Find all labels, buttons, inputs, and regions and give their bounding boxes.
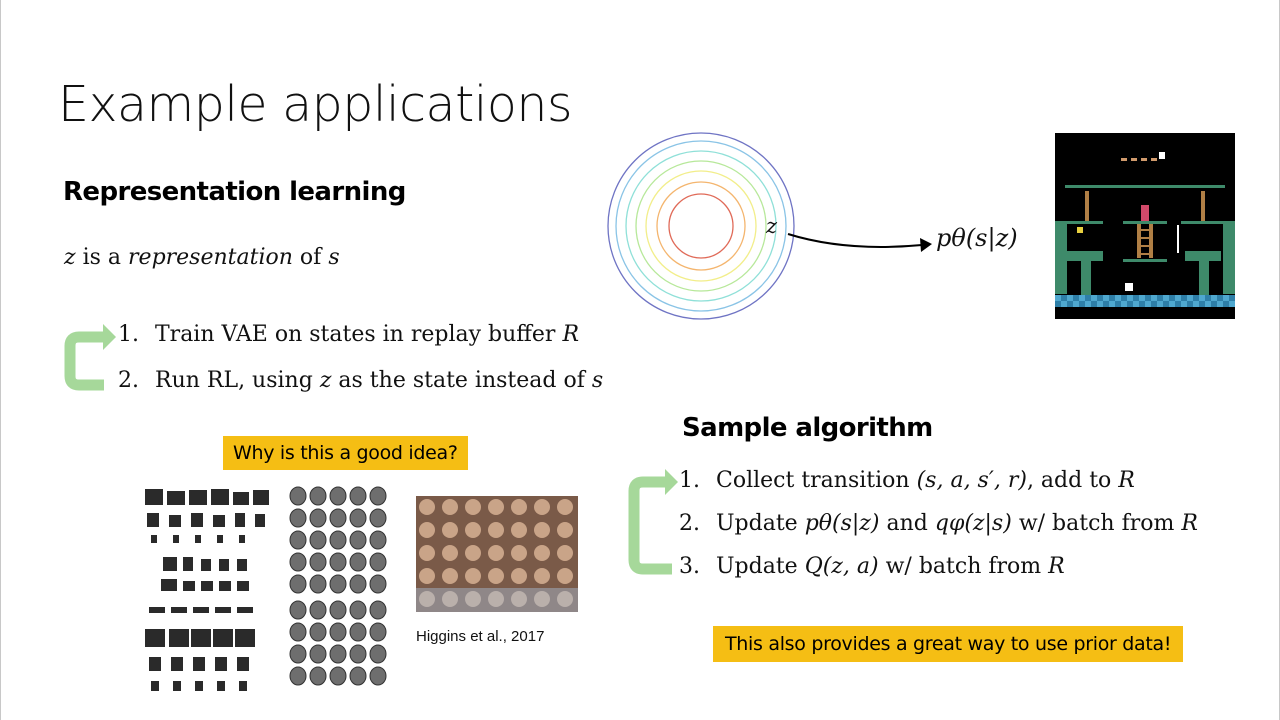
representation-step-1: 1. Train VAE on states in replay buffer … <box>118 322 579 347</box>
representation-heading: Representation learning <box>63 177 406 207</box>
algorithm-step-3: 3. Update Q(z, a) w/ batch from R <box>679 554 1065 579</box>
step-number: 2. <box>679 511 700 536</box>
algorithm-heading: Sample algorithm <box>682 413 933 443</box>
representation-word: representation <box>128 245 293 270</box>
replay-buffer-symbol: R <box>1181 511 1198 536</box>
step-text: w/ batch from <box>885 554 1042 579</box>
citation: Higgins et al., 2017 <box>416 628 545 645</box>
step-number: 3. <box>679 554 700 579</box>
replay-buffer-symbol: R <box>1048 554 1065 579</box>
step-text: , add to <box>1026 468 1112 493</box>
replay-buffer-symbol: R <box>562 322 580 347</box>
representation-step-2: 2. Run RL, using z as the state instead … <box>118 368 603 393</box>
q-function-term: Q(z, a) <box>804 554 879 579</box>
step-text: w/ batch from <box>1018 511 1175 536</box>
step-text: Train VAE on states in replay buffer <box>155 322 556 347</box>
loop-arrow-icon <box>64 324 116 391</box>
step-text: Update <box>716 511 798 536</box>
z-symbol: z <box>319 368 332 393</box>
step-number: 1. <box>118 322 139 347</box>
algorithm-step-2: 2. Update pθ(s|z) and qφ(z|s) w/ batch f… <box>679 511 1198 536</box>
z-symbol: z <box>64 245 76 270</box>
step-text: and <box>886 511 928 536</box>
latent-z-label: z <box>766 214 777 238</box>
latent-z-text: z <box>766 214 778 238</box>
representation-statement: z is a representation of s <box>64 245 340 270</box>
s-symbol: s <box>591 368 604 393</box>
step-number: 2. <box>118 368 139 393</box>
replay-buffer-symbol: R <box>1118 468 1135 493</box>
step-text: Collect transition <box>716 468 910 493</box>
step-text: as the state instead of <box>338 368 585 393</box>
game-screenshot-image <box>1055 133 1235 319</box>
decoder-arrow-icon <box>787 233 932 252</box>
slide-title: Example applications <box>58 76 572 133</box>
decoder-term: pθ(s|z) <box>804 511 880 536</box>
prior-data-callout: This also provides a great way to use pr… <box>713 626 1184 662</box>
step-text: Run RL, using <box>155 368 313 393</box>
good-idea-callout: Why is this a good idea? <box>223 436 468 470</box>
transition-tuple: (s, a, s′, r) <box>916 468 1027 493</box>
celeba-faces-image-grid <box>416 496 578 612</box>
step-number: 1. <box>679 468 700 493</box>
is-a-text: is a <box>82 245 122 270</box>
encoder-term: qφ(z|s) <box>934 511 1012 536</box>
of-text: of <box>299 245 322 270</box>
chairs-image-grid <box>145 489 269 691</box>
step-text: Update <box>716 554 798 579</box>
faces-3d-image-grid <box>289 486 387 686</box>
algorithm-step-1: 1. Collect transition (s, a, s′, r), add… <box>679 468 1135 493</box>
slide-left-border <box>0 0 1 720</box>
s-symbol: s <box>328 245 340 270</box>
decoder-label-text: pθ(s|z) <box>936 224 1018 252</box>
latent-space-contours <box>607 132 795 320</box>
loop-arrow-icon <box>628 469 678 575</box>
decoder-label: pθ(s|z) <box>936 224 1018 252</box>
